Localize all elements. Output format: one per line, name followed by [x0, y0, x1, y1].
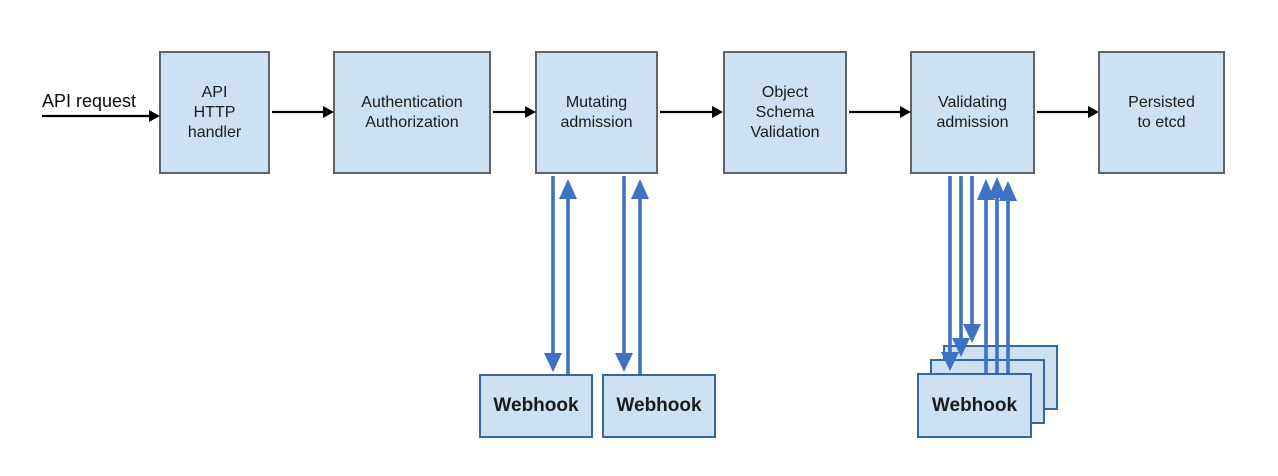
- validating-webhook-response-arrow-1: [977, 179, 995, 373]
- mutating-webhook-box-1: Webhook: [479, 374, 593, 438]
- mutating-webhook1-response-arrow: [559, 179, 577, 374]
- stage-label-validating-admission: Validating admission: [936, 93, 1009, 131]
- validating-webhook-box-front: Webhook: [917, 373, 1032, 438]
- validating-webhook-response-arrow-2: [988, 177, 1006, 373]
- arrow-schema-to-validating: [849, 106, 911, 118]
- stage-box-validating-admission: Validating admission: [910, 51, 1035, 174]
- mutating-webhook-label-2: Webhook: [616, 395, 702, 416]
- stage-box-authentication-authorization: Authentication Authorization: [333, 51, 491, 174]
- mutating-webhook-label-1: Webhook: [493, 395, 579, 416]
- stage-label-api-http-handler: API HTTP handler: [187, 83, 242, 141]
- arrow-mutating-to-schema: [660, 106, 723, 118]
- mutating-webhook-box-2: Webhook: [602, 374, 716, 438]
- stage-box-mutating-admission: Mutating admission: [535, 51, 658, 174]
- arrow-auth-to-mutating: [493, 106, 536, 118]
- stage-label-object-schema-validation: Object Schema Validation: [750, 83, 820, 141]
- stage-label-mutating-admission: Mutating admission: [560, 93, 633, 131]
- mutating-webhook1-call-arrow: [544, 176, 562, 372]
- validating-webhook-label-front: Webhook: [931, 394, 1018, 416]
- stage-label-authentication-authorization: Authentication Authorization: [361, 93, 463, 131]
- mutating-webhook2-call-arrow: [615, 176, 633, 372]
- mutating-webhook2-response-arrow: [631, 179, 649, 374]
- validating-webhook-call-arrow-2: [952, 176, 970, 357]
- validating-webhook-call-arrow-3: [963, 176, 981, 343]
- api-request-label: API request: [42, 91, 137, 111]
- arrow-validating-to-etcd: [1037, 106, 1099, 118]
- stage-box-object-schema-validation: Object Schema Validation: [723, 51, 847, 174]
- stage-label-persisted-to-etcd: Persisted to etcd: [1128, 93, 1195, 131]
- stage-box-persisted-to-etcd: Persisted to etcd: [1098, 51, 1225, 174]
- stage-box-api-http-handler: API HTTP handler: [159, 51, 270, 174]
- arrow-handler-to-auth: [272, 106, 334, 118]
- validating-webhook-call-arrow-1: [941, 176, 959, 371]
